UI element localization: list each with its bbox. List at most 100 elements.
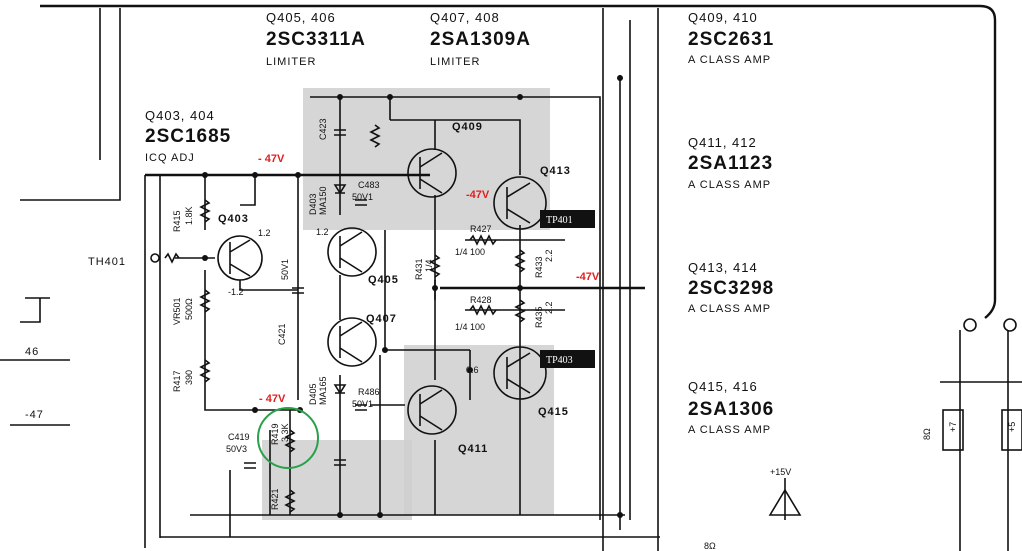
- svg-text:MA150: MA150: [318, 186, 328, 215]
- transistor-q405: [327, 227, 377, 277]
- transistor-q403: [217, 235, 263, 281]
- diodes: [333, 184, 347, 395]
- svg-text:1/4: 1/4: [424, 259, 434, 272]
- svg-text:C421: C421: [277, 323, 287, 345]
- svg-text:8Ω: 8Ω: [704, 541, 716, 551]
- svg-text:A CLASS AMP: A CLASS AMP: [688, 179, 771, 191]
- svg-text:50V1: 50V1: [352, 399, 373, 409]
- shaded-regions: [262, 88, 554, 520]
- svg-text:A CLASS AMP: A CLASS AMP: [688, 303, 771, 315]
- svg-text:Q407: Q407: [366, 313, 397, 325]
- svg-text:1.8K: 1.8K: [184, 206, 194, 225]
- svg-text:+7: +7: [948, 422, 958, 432]
- svg-text:Q403, 404: Q403, 404: [145, 108, 215, 123]
- svg-text:1/4 100: 1/4 100: [455, 247, 485, 257]
- svg-text:- 47V: - 47V: [259, 393, 286, 405]
- svg-text:D405: D405: [308, 383, 318, 405]
- svg-text:A CLASS AMP: A CLASS AMP: [688, 54, 771, 66]
- svg-text:2SA1309A: 2SA1309A: [430, 29, 531, 50]
- tag-tp403: TP403: [540, 350, 595, 368]
- svg-text:R421: R421: [270, 488, 280, 510]
- transistor-q413: [493, 176, 547, 230]
- label-q409-410: Q409, 410 2SC2631 A CLASS AMP: [688, 10, 774, 66]
- svg-text:2.2: 2.2: [544, 249, 554, 262]
- transistor-q415: [493, 346, 547, 400]
- svg-text:3.3K: 3.3K: [280, 423, 290, 442]
- transistor-q411: [407, 385, 457, 435]
- highlight-circle: [257, 407, 319, 469]
- component-labels: R415 1.8K VR501 500Ω R417 390 C421 50V1 …: [172, 118, 554, 510]
- svg-text:LIMITER: LIMITER: [430, 56, 480, 68]
- svg-text:Q407, 408: Q407, 408: [430, 10, 500, 25]
- svg-text:1/4 100: 1/4 100: [455, 322, 485, 332]
- svg-text:- 47V: - 47V: [258, 153, 285, 165]
- svg-text:R486: R486: [358, 387, 380, 397]
- svg-text:R433: R433: [534, 256, 544, 278]
- label-q411-412: Q411, 412 2SA1123 A CLASS AMP: [688, 135, 773, 191]
- tag-tp401: TP401: [540, 210, 595, 228]
- svg-text:Q413, 414: Q413, 414: [688, 260, 758, 275]
- left-labels: 46 -47: [25, 346, 44, 421]
- svg-text:A CLASS AMP: A CLASS AMP: [688, 424, 771, 436]
- svg-text:1.2: 1.2: [316, 227, 329, 237]
- svg-text:50V3: 50V3: [226, 444, 247, 454]
- svg-text:1.2: 1.2: [258, 228, 271, 238]
- svg-text:2SC1685: 2SC1685: [145, 126, 231, 147]
- label-q405-406: Q405, 406 2SC3311A LIMITER: [266, 10, 366, 68]
- svg-text:D403: D403: [308, 193, 318, 215]
- svg-text:-1.2: -1.2: [228, 287, 244, 297]
- svg-text:-47V: -47V: [466, 189, 490, 201]
- svg-text:500Ω: 500Ω: [184, 298, 194, 320]
- svg-text:Q415: Q415: [538, 406, 569, 418]
- svg-text:Q411, 412: Q411, 412: [688, 135, 757, 150]
- svg-text:50V1: 50V1: [352, 192, 373, 202]
- svg-text:+15V: +15V: [770, 467, 791, 477]
- svg-text:Q415, 416: Q415, 416: [688, 379, 758, 394]
- svg-text:8Ω: 8Ω: [922, 428, 932, 440]
- svg-text:Q413: Q413: [540, 165, 571, 177]
- svg-text:Q403: Q403: [218, 213, 249, 225]
- svg-text:ICQ ADJ: ICQ ADJ: [145, 152, 195, 164]
- capacitors: [244, 129, 367, 469]
- svg-text:R419: R419: [270, 423, 280, 445]
- svg-text:2.2: 2.2: [544, 301, 554, 314]
- svg-text:VR501: VR501: [172, 297, 182, 325]
- svg-text:2SC3311A: 2SC3311A: [266, 29, 366, 50]
- svg-text:+5: +5: [1007, 422, 1017, 432]
- label-q407-408: Q407, 408 2SA1309A LIMITER: [430, 10, 531, 68]
- thermistor-symbol: [150, 253, 160, 263]
- svg-text:390: 390: [184, 370, 194, 385]
- svg-text:R417: R417: [172, 370, 182, 392]
- svg-text:Q405: Q405: [368, 274, 399, 286]
- transistor-q407: [327, 317, 377, 367]
- resistors: [164, 124, 526, 513]
- thermistor-label: TH401: [88, 256, 126, 268]
- svg-text:C419: C419: [228, 432, 250, 442]
- svg-text:Q411: Q411: [458, 443, 488, 455]
- voltage-marks: - 47V -47V - 47V -47V: [258, 153, 600, 405]
- svg-text:R415: R415: [172, 210, 182, 232]
- svg-text:2SC3298: 2SC3298: [688, 278, 774, 299]
- svg-text:C423: C423: [318, 118, 328, 140]
- svg-text:2SA1306: 2SA1306: [688, 399, 774, 420]
- wiring: [0, 4, 1022, 551]
- svg-text:C483: C483: [358, 180, 380, 190]
- label-q413-414: Q413, 414 2SC3298 A CLASS AMP: [688, 260, 774, 315]
- svg-text:MA165: MA165: [318, 376, 328, 405]
- svg-text:Q409, 410: Q409, 410: [688, 10, 758, 25]
- svg-text:0.6: 0.6: [466, 365, 479, 375]
- svg-text:Q409: Q409: [452, 121, 483, 133]
- svg-text:R427: R427: [470, 224, 492, 234]
- svg-text:R435: R435: [534, 306, 544, 328]
- pin-labels: 1.2 -1.2 1.2 0.6: [228, 227, 479, 375]
- svg-text:-47: -47: [25, 409, 44, 421]
- svg-text:R431: R431: [414, 258, 424, 280]
- svg-text:2SA1123: 2SA1123: [688, 153, 773, 174]
- right-symbols: [25, 297, 1022, 516]
- transistor-q409: [407, 148, 457, 198]
- svg-text:2SC2631: 2SC2631: [688, 29, 774, 50]
- svg-text:LIMITER: LIMITER: [266, 56, 316, 68]
- label-q403-404: Q403, 404 2SC1685 ICQ ADJ: [145, 108, 231, 164]
- svg-text:46: 46: [25, 346, 39, 358]
